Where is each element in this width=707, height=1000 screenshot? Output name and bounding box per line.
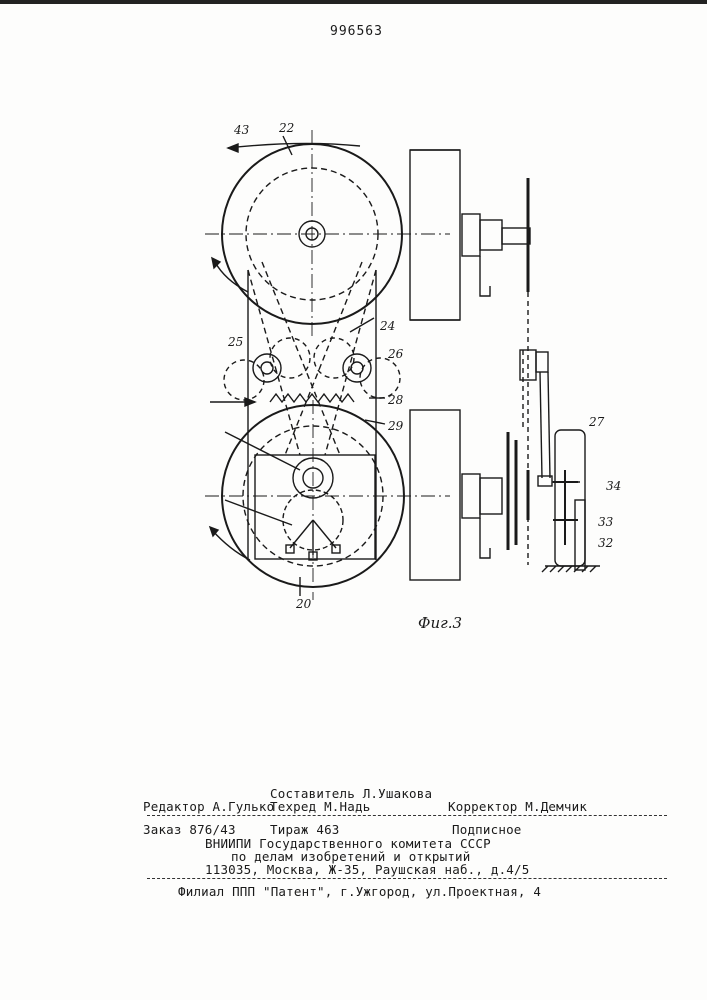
label-33: 33 (598, 515, 614, 529)
order: Заказ 876/43 (143, 822, 236, 837)
techred: Техред М.Надь (270, 799, 370, 814)
label-29: 29 (387, 419, 404, 433)
label-32: 32 (598, 536, 613, 550)
label-22: 22 (278, 121, 294, 135)
divider-1 (147, 815, 667, 816)
divider-2 (147, 878, 667, 879)
figure-caption: Фиг.3 (418, 614, 462, 632)
label-25: 25 (227, 335, 243, 349)
label-26: 26 (387, 347, 404, 361)
subscription: Подписное (452, 822, 522, 837)
circulation: Тираж 463 (270, 822, 340, 837)
label-28: 28 (387, 393, 404, 407)
address: 113035, Москва, Ж-35, Раушская наб., д.4… (205, 862, 529, 877)
label-34: 34 (606, 479, 621, 493)
mechanism-drawing: 43 22 24 25 26 28 29 27 34 33 32 20 Фиг.… (0, 0, 707, 640)
editor: Редактор А.Гулько (143, 799, 274, 814)
label-27: 27 (588, 415, 605, 429)
branch: Филиал ППП "Патент", г.Ужгород, ул.Проек… (178, 884, 541, 899)
label-20: 20 (295, 597, 312, 611)
corrector: Корректор М.Демчик (448, 799, 587, 814)
label-43: 43 (233, 123, 250, 137)
label-24: 24 (379, 319, 395, 333)
